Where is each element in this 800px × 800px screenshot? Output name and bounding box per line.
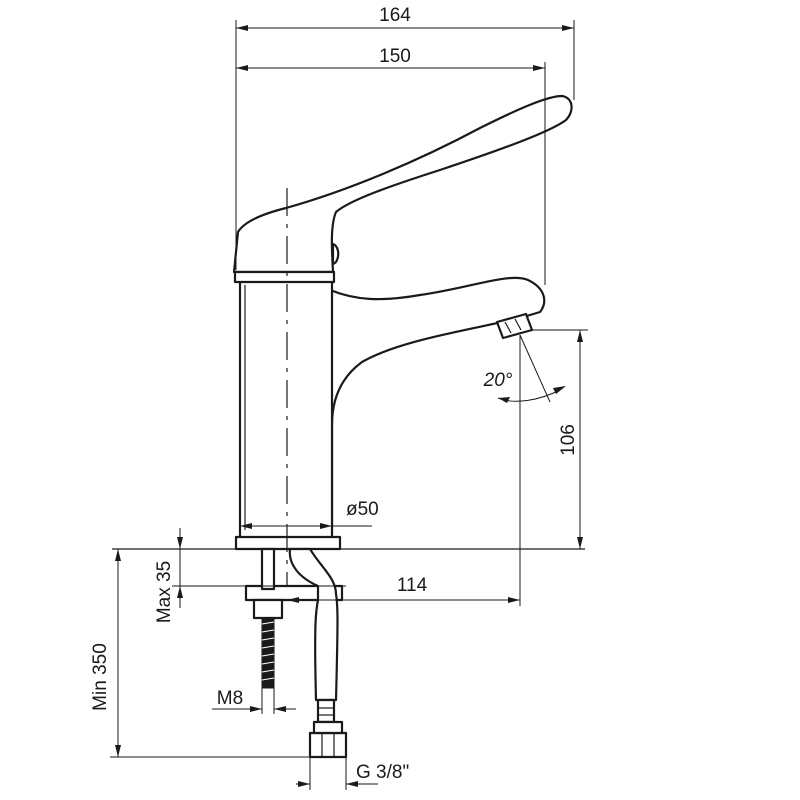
dimension-lines	[110, 20, 588, 790]
angle-ray	[519, 334, 551, 403]
label-max-deck-thickness: Max 35	[154, 561, 175, 623]
angle-arrow-left	[498, 397, 510, 403]
faucet-spout	[328, 276, 546, 532]
handle-collar	[233, 270, 336, 284]
angle-arrow-right	[553, 386, 566, 394]
aerator-detail	[504, 321, 512, 334]
label-spout-reach: 114	[397, 575, 428, 596]
flexible-hose	[288, 547, 339, 702]
aerator-detail-2	[514, 318, 522, 331]
label-min-hose-length: Min 350	[90, 643, 111, 711]
mounting-hardware	[112, 547, 585, 759]
hose-nut-collar	[312, 720, 344, 735]
faucet-outline	[232, 94, 573, 551]
hose-nut	[308, 731, 348, 759]
label-overall-width: 164	[379, 5, 411, 26]
faucet-base-ring	[234, 535, 342, 551]
dimension-labels: 164 150 106 20° ø50 Max 35 114 Min 350 M…	[90, 5, 579, 783]
hose-crimp	[316, 698, 336, 724]
label-spout-height: 106	[558, 424, 579, 456]
faucet-body	[238, 278, 334, 540]
label-body-diameter: ø50	[346, 499, 379, 520]
label-stud-thread: M8	[217, 688, 243, 709]
label-spout-angle: 20°	[483, 370, 513, 391]
stud-nut	[252, 598, 284, 620]
lever-handle	[232, 94, 573, 274]
label-hose-connection: G 3/8"	[356, 762, 409, 783]
threaded-stud	[261, 617, 275, 689]
label-body-to-spout-width: 150	[379, 46, 411, 67]
handle-pivot-screw	[331, 242, 340, 266]
stud-thread-marks	[261, 621, 275, 681]
stud-upper	[260, 547, 276, 591]
